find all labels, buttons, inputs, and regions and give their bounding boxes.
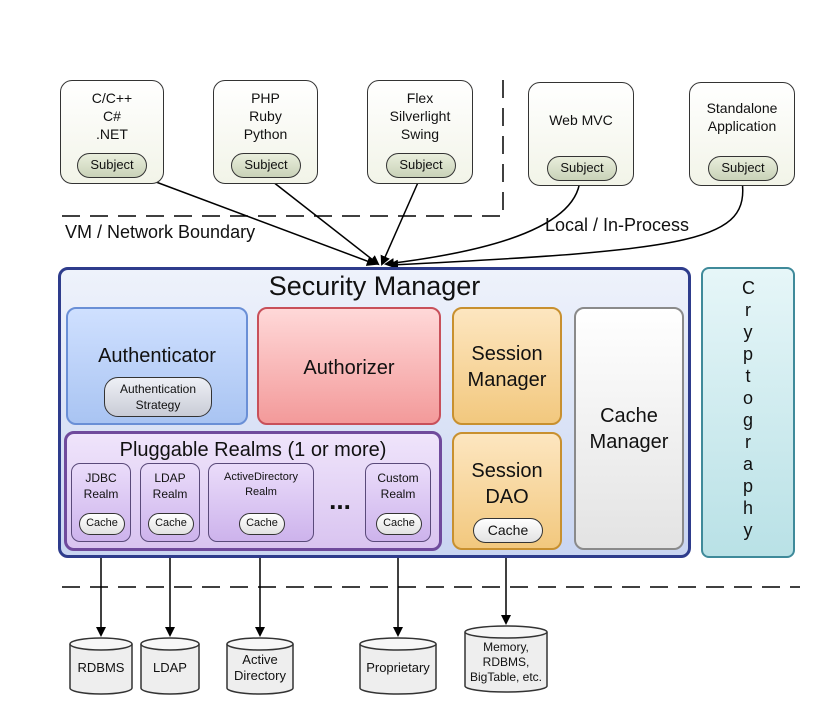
subject-arrow-2 [267, 177, 380, 266]
client-label: Standalone Application [706, 100, 778, 134]
subject-arrow-5 [388, 179, 744, 270]
cache-manager-box: Cache Manager [574, 307, 684, 550]
realm-label: Custom Realm [377, 471, 419, 501]
realm-cache-pill: Cache [376, 513, 422, 535]
store-label-memory: Memory, RDBMS, BigTable, etc. [469, 640, 543, 684]
store-label-ldap: LDAP [153, 660, 187, 675]
realm-jdbc: JDBC Realm Cache [71, 463, 131, 542]
session-dao-box: Session DAO Cache [452, 432, 562, 550]
client-box-cpp: C/C++ C# .NET Subject [60, 80, 164, 184]
authenticator-label: Authenticator [98, 345, 216, 367]
realm-cache-pill: Cache [239, 513, 285, 535]
authentication-strategy-pill: Authentication Strategy [104, 377, 212, 417]
realms-ellipsis: ... [329, 485, 351, 515]
store-label-rdbms: RDBMS [77, 660, 125, 675]
client-label: PHP Ruby Python [243, 90, 288, 142]
subject-pill: Subject [231, 153, 301, 178]
realm-custom: Custom Realm Cache [365, 463, 431, 542]
session-manager-box: Session Manager [452, 307, 562, 425]
subject-arrow-4 [384, 179, 581, 268]
client-label: Web MVC [549, 112, 613, 128]
subject-pill: Subject [547, 156, 617, 181]
client-label: C/C++ C# .NET [91, 90, 133, 142]
cryptography-box: Cryptography [701, 267, 795, 558]
database-cylinder-ldap-icon [140, 637, 200, 695]
subject-pill: Subject [708, 156, 778, 181]
cryptography-label: Cryptography [742, 278, 755, 540]
session-dao-cache-pill: Cache [473, 518, 543, 543]
subject-pill: Subject [77, 153, 147, 178]
authorizer-label: Authorizer [303, 357, 395, 379]
realm-label: ActiveDirectory Realm [224, 471, 298, 498]
client-label: Flex Silverlight Swing [389, 90, 451, 142]
vm-network-boundary-label: VM / Network Boundary [65, 222, 256, 242]
realm-active-directory: ActiveDirectory Realm Cache [208, 463, 314, 542]
authenticator-box: Authenticator Authentication Strategy [66, 307, 248, 425]
realm-label: JDBC Realm [83, 471, 119, 501]
database-cylinder-memory-icon [464, 625, 548, 693]
subject-pill: Subject [386, 153, 456, 178]
subject-arrow-1 [139, 175, 377, 266]
client-box-standalone: Standalone Application Subject [689, 82, 795, 186]
client-box-php: PHP Ruby Python Subject [213, 80, 318, 184]
realm-cache-pill: Cache [148, 513, 194, 535]
client-box-flex: Flex Silverlight Swing Subject [367, 80, 473, 184]
store-label-proprietary: Proprietary [366, 660, 430, 675]
database-cylinder-rdbms-icon [69, 637, 133, 695]
local-in-process-label: Local / In-Process [545, 215, 690, 235]
security-manager-title: Security Manager [268, 271, 481, 301]
cache-manager-label: Cache Manager [589, 405, 669, 453]
session-dao-label: Session DAO [471, 460, 543, 508]
database-cylinder-proprietary-icon [359, 637, 437, 695]
session-manager-label: Session Manager [467, 343, 547, 391]
client-box-web-mvc: Web MVC Subject [528, 82, 634, 186]
pluggable-realms-title: Pluggable Realms (1 or more) [119, 439, 387, 461]
realm-label: LDAP Realm [152, 471, 188, 501]
subject-arrow-3 [380, 177, 421, 266]
authorizer-box: Authorizer [257, 307, 441, 425]
store-label-active-directory: Active Directory [233, 652, 286, 683]
database-cylinder-active-directory-icon [226, 637, 294, 695]
realm-cache-pill: Cache [79, 513, 125, 535]
realm-ldap: LDAP Realm Cache [140, 463, 200, 542]
